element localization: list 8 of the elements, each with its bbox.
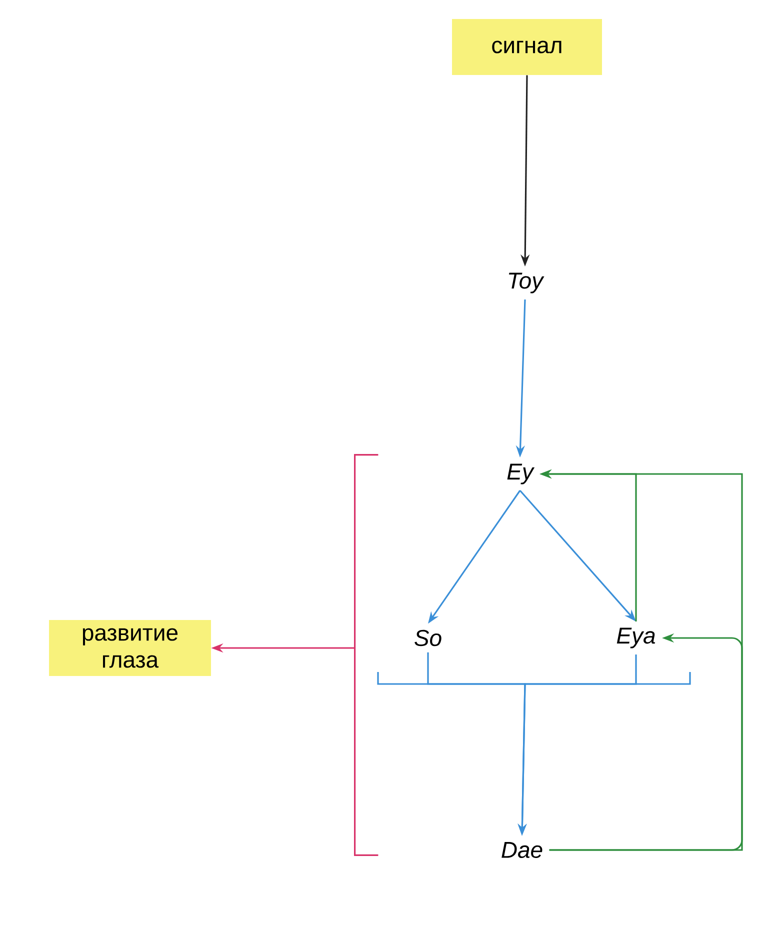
gene-label: Eya bbox=[616, 628, 656, 648]
gene-label: Dae bbox=[502, 842, 542, 858]
bracket bbox=[354, 454, 378, 856]
gene-label: So bbox=[414, 630, 442, 646]
signal-box: развитие глаза bbox=[49, 620, 211, 676]
gene-label: Ey bbox=[507, 464, 535, 484]
gene-label: Toy bbox=[508, 272, 544, 294]
signal-box: сигнал bbox=[452, 19, 602, 75]
